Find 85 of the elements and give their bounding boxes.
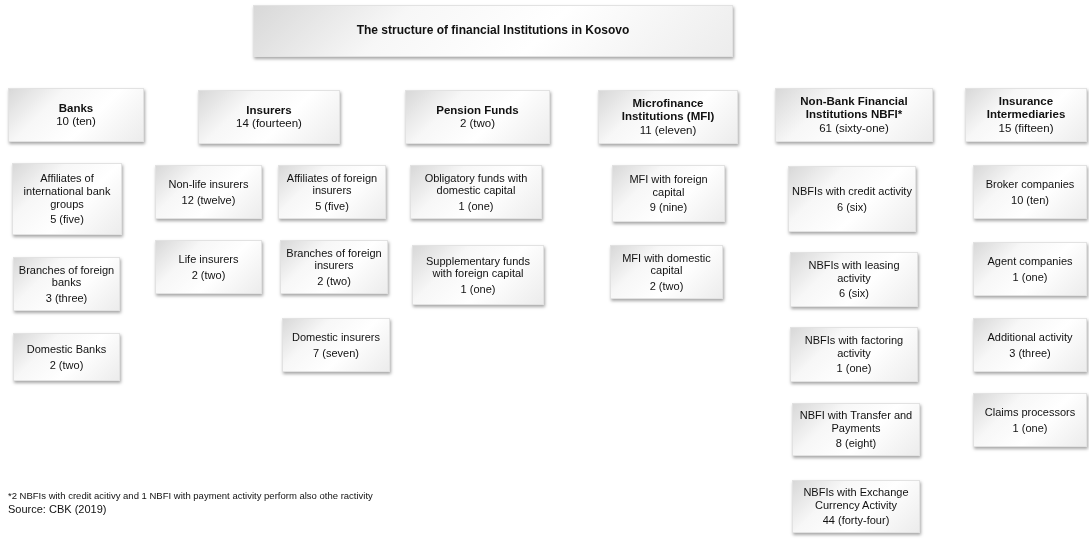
count-text: 1 (one) (458, 199, 494, 213)
subcategory-box (280, 240, 388, 294)
subcategory-box (13, 333, 120, 381)
subcategory-name: Obligatory funds with domestic capital (423, 171, 529, 197)
subcategory-box (13, 257, 120, 311)
count-text: 2 (two) (49, 358, 84, 372)
subcategory-box (612, 165, 725, 222)
count-text: 12 (twelve) (181, 193, 236, 207)
category-box (775, 88, 933, 142)
subcategory-name: Affiliates of foreign insurers (285, 171, 379, 197)
subcategory-box (973, 165, 1087, 219)
subcategory-box (278, 165, 386, 219)
subcategory-name: Domestic insurers (292, 330, 380, 344)
subcategory-name: Life insurers (178, 252, 239, 266)
subcategory-box (790, 252, 918, 307)
title-box (253, 5, 733, 57)
subcategory-name: Additional activity (987, 330, 1073, 344)
count-text: 8 (eight) (835, 437, 877, 450)
subcategory-name: MFI with foreign capital (628, 173, 709, 199)
subcategory-box (412, 245, 544, 305)
subcategory-name: NBFIs with leasing activity (807, 259, 901, 285)
count-text: 1 (one) (1012, 421, 1048, 435)
subcategory-name: Branches of foreign banks (17, 263, 116, 289)
category-name: Banks (58, 101, 94, 115)
subcategory-box (792, 480, 920, 533)
subcategory-box (610, 245, 723, 299)
subcategory-box (155, 165, 262, 219)
count-text: 2 (two) (191, 268, 226, 282)
count-text: 1 (one) (1012, 270, 1048, 284)
title-text: The structure of financial Institutions in Kosovo (356, 24, 630, 38)
count-text: 10 (ten) (56, 115, 96, 129)
subcategory-name: MFI with domestic capital (621, 251, 712, 277)
subcategory-box (792, 403, 920, 456)
count-text: 7 (seven) (313, 346, 359, 360)
count-text: 11 (eleven) (639, 123, 697, 137)
subcategory-box (410, 165, 542, 219)
count-text: 61 (sixty-one) (819, 121, 889, 135)
count-text: 6 (six) (839, 287, 869, 300)
category-box (198, 90, 340, 144)
subcategory-name: NBFIs with Exchange Currency Activity (802, 486, 910, 512)
subcategory-box (12, 163, 122, 235)
category-name: Non-Bank Financial Institutions NBFI* (799, 95, 909, 122)
count-text: 10 (ten) (1011, 193, 1049, 207)
category-box (405, 90, 550, 144)
count-text: 5 (five) (315, 199, 349, 213)
category-box (965, 88, 1087, 142)
source-text: Source: CBK (2019) (8, 503, 107, 515)
subcategory-name: NBFIs with factoring activity (803, 334, 905, 360)
category-box (8, 88, 144, 142)
subcategory-box (973, 242, 1087, 296)
subcategory-name: Agent companies (987, 254, 1073, 268)
count-text: 44 (forty-four) (822, 514, 890, 527)
subcategory-box (973, 393, 1087, 447)
subcategory-box (155, 240, 262, 294)
count-text: 2 (two) (459, 117, 496, 131)
count-text: 2 (two) (317, 274, 351, 288)
subcategory-name: Affiliates of international bank groups (22, 172, 112, 211)
category-name: Pension Funds (436, 103, 519, 117)
subcategory-name: Branches of foreign insurers (285, 246, 383, 272)
subcategory-name: Domestic Banks (26, 342, 107, 356)
subcategory-box (282, 318, 390, 372)
subcategory-name: Broker companies (985, 177, 1075, 191)
count-text: 9 (nine) (649, 201, 688, 214)
category-name: Insurance Intermediaries (985, 95, 1067, 122)
subcategory-box (790, 327, 918, 382)
subcategory-name: Supplementary funds with foreign capital (425, 254, 531, 280)
count-text: 3 (three) (45, 291, 88, 305)
category-box (598, 90, 738, 144)
category-name: Microfinance Institutions (MFI) (620, 97, 716, 124)
count-text: 1 (one) (460, 282, 496, 296)
count-text: 15 (fifteen) (998, 121, 1054, 135)
subcategory-name: NBFI with Transfer and Payments (798, 409, 914, 435)
count-text: 1 (one) (836, 362, 872, 375)
category-name: Insurers (246, 103, 292, 117)
footnote-text: *2 NBFIs with credit acitivy and 1 NBFI with payment activity perform also othe ractivity (8, 490, 373, 501)
subcategory-box (973, 318, 1087, 372)
count-text: 6 (six) (837, 200, 867, 214)
subcategory-name: Claims processors (984, 405, 1076, 419)
subcategory-name: NBFIs with credit activity (792, 184, 912, 198)
count-text: 14 (fourteen) (236, 117, 302, 131)
count-text: 2 (two) (649, 279, 684, 293)
count-text: 3 (three) (1009, 346, 1051, 360)
count-text: 5 (five) (50, 213, 84, 226)
subcategory-box (788, 166, 916, 232)
subcategory-name: Non-life insurers (168, 177, 249, 191)
